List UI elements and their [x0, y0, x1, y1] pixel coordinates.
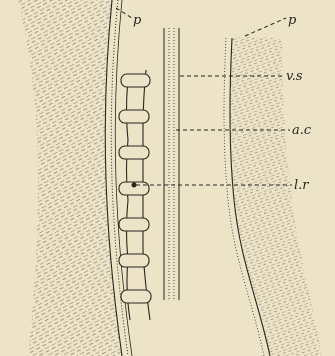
label-p-left: p — [133, 13, 142, 28]
label-lr: l.r — [294, 178, 309, 193]
vessel — [164, 28, 179, 300]
segmented-structure — [119, 70, 151, 320]
left-tissue — [18, 0, 122, 356]
leader-p-left — [116, 8, 132, 18]
label-p-right: p — [288, 13, 297, 28]
label-ac: a.c — [292, 123, 312, 138]
leader-p-right — [245, 18, 286, 36]
right-tissue — [224, 37, 322, 356]
label-vs: v.s — [286, 69, 303, 84]
